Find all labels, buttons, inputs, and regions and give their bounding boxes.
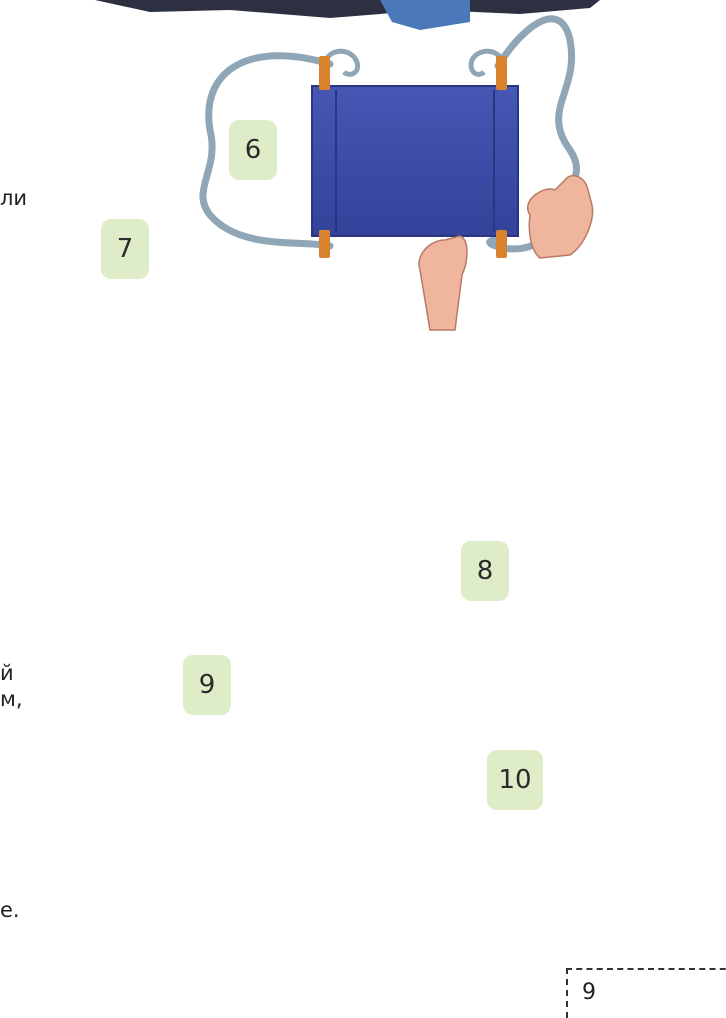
step-8-badge: 8 bbox=[461, 541, 509, 601]
page-number-box: 9 bbox=[566, 968, 726, 1018]
step-7-badge: 7 bbox=[101, 219, 149, 279]
top-photo-strip bbox=[95, 0, 600, 30]
text-fragment-4: е. bbox=[0, 898, 20, 922]
text-fragment-1: ли bbox=[0, 186, 27, 210]
page-number: 9 bbox=[582, 980, 596, 1005]
text-fragment-3: м, bbox=[0, 687, 23, 711]
step-6-badge: 6 bbox=[229, 120, 277, 180]
text-fragment-2: й bbox=[0, 661, 14, 685]
step-9-badge: 9 bbox=[183, 655, 231, 715]
step-10-badge: 10 bbox=[487, 750, 543, 810]
